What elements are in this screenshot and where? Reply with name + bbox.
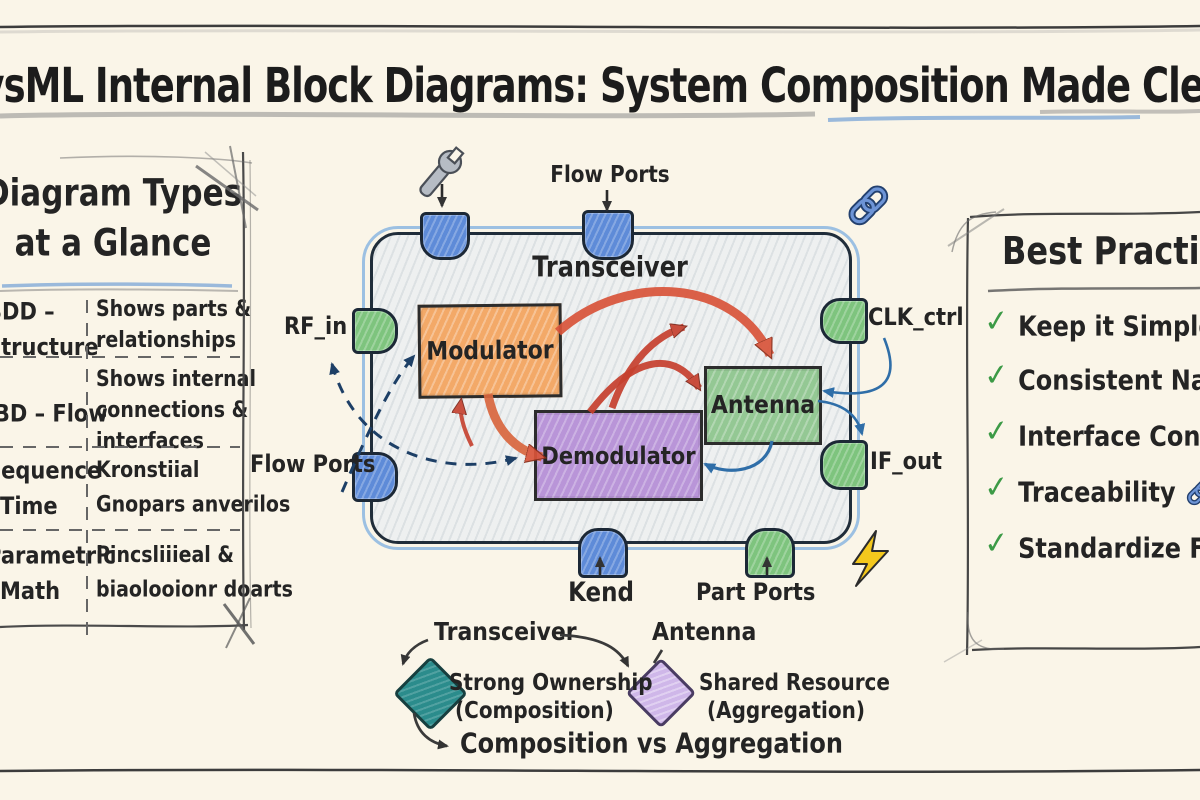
- left-row-1-desc: Shows parts & relationships: [96, 296, 252, 353]
- flow-ports-top-label: Flow Ports: [550, 160, 670, 188]
- check-icon: ✓: [982, 412, 1011, 451]
- port-bottom-right: [745, 528, 795, 578]
- port-rf-in: [352, 308, 398, 354]
- left-row-2-desc: Shows internal connections & interfaces: [96, 366, 256, 454]
- page-title: SysML Internal Block Diagrams: System Co…: [0, 58, 1200, 114]
- check-icon: ✓: [982, 356, 1011, 395]
- check-icon: ✓: [982, 302, 1011, 341]
- legend-composition-title: Transceiver: [434, 618, 577, 647]
- legend-aggregation-line2: (Aggregation): [707, 696, 866, 724]
- modulator-part: Modulator: [417, 303, 563, 399]
- rf-in-label: RF_in: [284, 312, 348, 340]
- part-ports-label: Part Ports: [696, 578, 816, 606]
- left-row-3-label: Sequence Time: [0, 456, 102, 520]
- left-row-2-label: IBD – Flow: [0, 399, 108, 428]
- best-practice-label: Traceability: [1018, 476, 1176, 509]
- modulator-label: Modulator: [426, 335, 554, 367]
- legend-composition-line2: (Composition): [455, 696, 614, 724]
- link-icon: [848, 185, 889, 226]
- antenna-part: Antenna: [704, 366, 822, 445]
- best-practice-label: Standardize Flows: [1018, 532, 1200, 565]
- kend-label: Kend: [568, 578, 634, 608]
- left-panel-title-line2: at a Glance: [14, 222, 212, 266]
- left-row-4-desc: Pincsliiieal & biaolooionr doarts: [96, 542, 293, 603]
- left-row-3-desc: Kronstiial Gnopars anverilos: [96, 457, 291, 518]
- flow-ports-left-label: Flow Ports: [250, 450, 376, 478]
- left-row-4-label: Parametric Math: [0, 541, 116, 605]
- left-row-1-label: BDD – Structure: [0, 297, 99, 361]
- port-clk-ctrl: [820, 298, 868, 344]
- left-panel-title-line1: Diagram Types: [0, 172, 243, 216]
- port-bottom-left: [578, 528, 628, 578]
- best-practice-item: ✓ Interface Contracts: [982, 412, 1200, 452]
- legend-footer: Composition vs Aggregation: [460, 727, 843, 760]
- bolt-icon: [852, 530, 889, 587]
- legend-aggregation-title: Antenna: [652, 618, 757, 647]
- wrench-icon: [419, 146, 465, 198]
- link-icon: [1186, 478, 1200, 506]
- if-out-label: IF_out: [870, 447, 943, 475]
- port-top-left: [420, 212, 470, 260]
- best-practice-item: ✓ Consistent Naming: [982, 356, 1200, 396]
- best-practice-item: ✓ Standardize Flows: [982, 524, 1200, 564]
- best-practice-label: Interface Contracts: [1018, 420, 1200, 453]
- legend-composition-line1: Strong Ownership: [449, 668, 653, 696]
- legend-aggregation-line1: Shared Resource: [699, 668, 890, 696]
- port-if-out: [820, 440, 868, 490]
- antenna-label: Antenna: [710, 391, 816, 420]
- port-flow-top: [582, 210, 634, 260]
- best-practice-label: Consistent Naming: [1018, 364, 1200, 397]
- best-practice-item: ✓ Keep it Simple: [982, 302, 1200, 342]
- clk-ctrl-label: CLK_ctrl: [868, 303, 964, 331]
- best-practice-item: ✓ Traceability: [982, 468, 1200, 509]
- demodulator-part: Demodulator: [534, 410, 703, 501]
- check-icon: ✓: [982, 524, 1011, 563]
- best-practice-label: Keep it Simple: [1018, 310, 1200, 343]
- demodulator-label: Demodulator: [541, 441, 696, 470]
- check-icon: ✓: [982, 468, 1011, 507]
- right-panel-title: Best Practices: [1002, 228, 1200, 274]
